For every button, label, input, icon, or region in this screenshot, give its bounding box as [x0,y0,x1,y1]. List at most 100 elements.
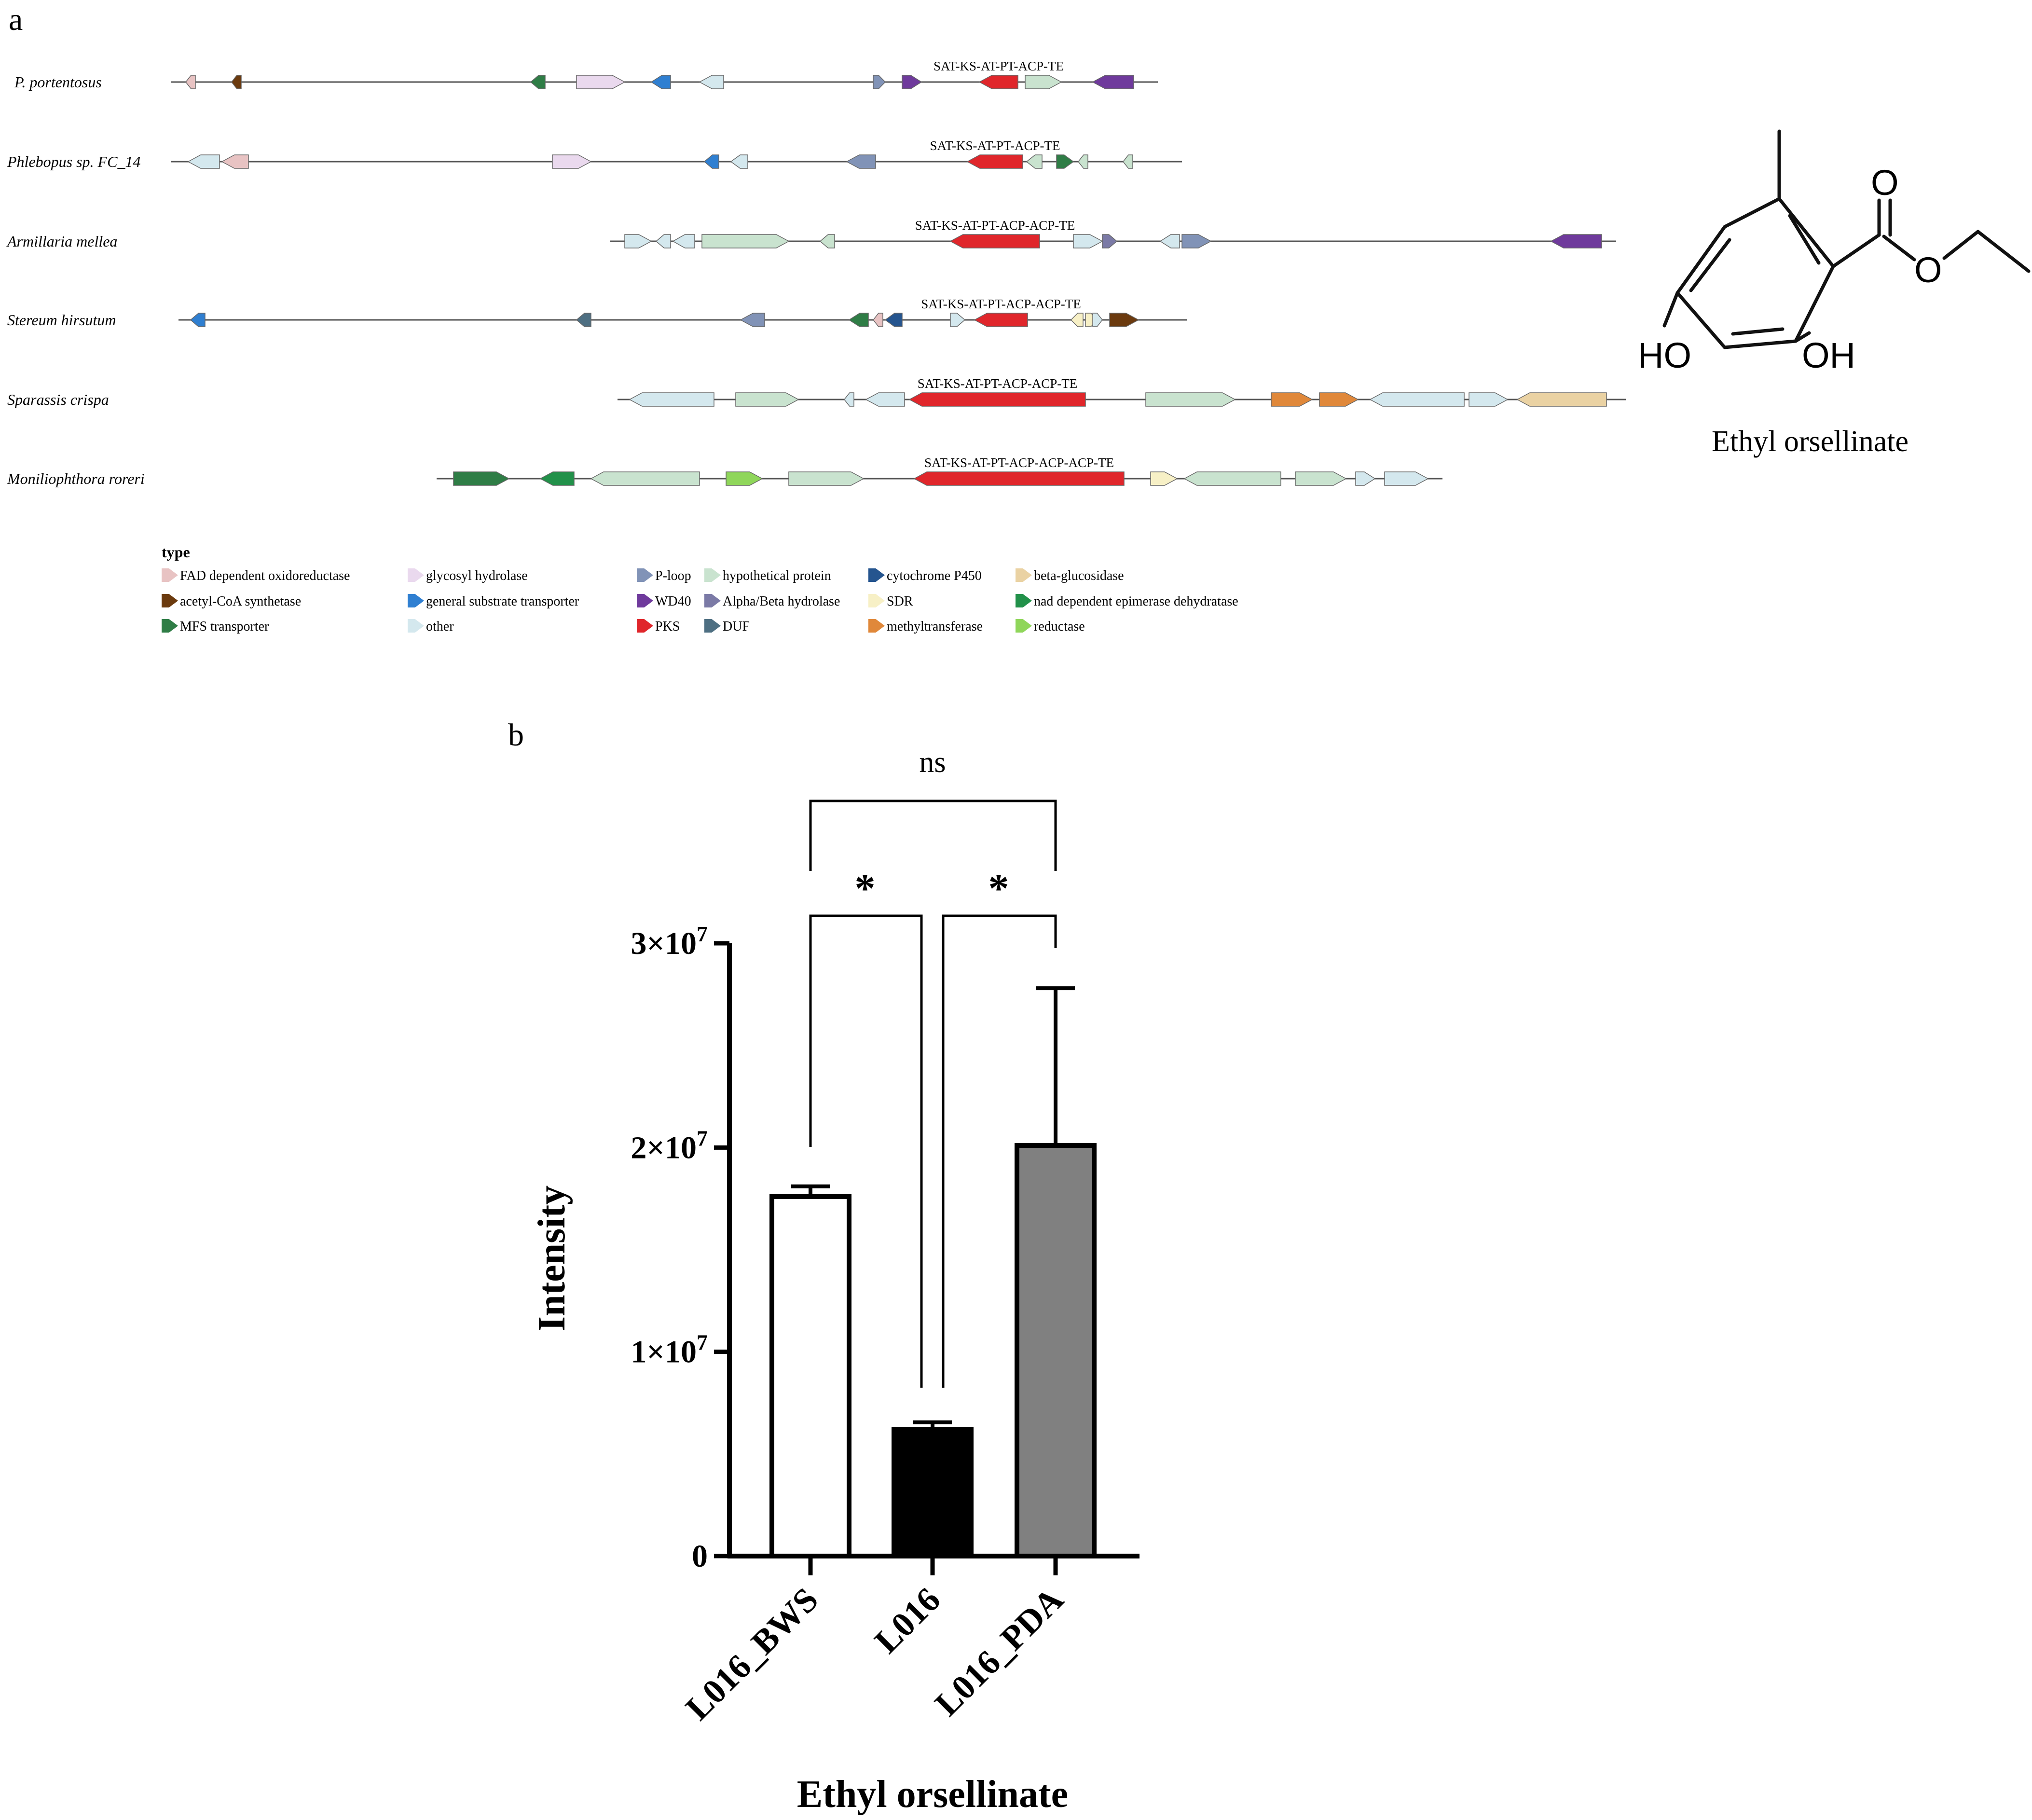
gene-arrow-other [187,154,220,169]
pks-domain-label: SAT-KS-AT-PT-ACP-TE [930,138,1060,153]
legend-item-duf: DUF [704,619,750,634]
gene-arrow-sdr [1070,313,1084,327]
gene-arrow-glycosyl [552,154,592,169]
gene-arrow-glycosyl [576,75,626,89]
gene-arrow-pks [949,234,1040,248]
gene-arrow-pks [908,392,1086,407]
bond [1675,291,1727,349]
gene-arrow-pks [974,313,1028,327]
legend-swatch [704,568,721,582]
gene-arrow-hyp [1026,154,1043,169]
y-tick-label: 2×107 [631,1126,708,1165]
gene-arrow-other [624,234,652,248]
gene-arrow-reductase [726,471,763,486]
gene-arrow-hyp [735,392,799,407]
bracket-bws-vs-l016 [809,914,923,1388]
legend-item-pks: PKS [637,619,680,634]
bond [1831,233,1881,268]
legend-swatch [408,594,424,607]
y-axis-title: Intensity [531,1186,573,1331]
gene-arrow-mfs [848,313,869,327]
gene-arrow-ploop [846,154,876,169]
molecule-name: Ethyl orsellinate [1712,425,1908,458]
gene-arrow-other [1369,392,1465,407]
legend-item-sdr: SDR [868,594,913,609]
gene-arrow-gst [650,75,671,89]
legend-label: FAD dependent oxidoreductase [180,568,350,583]
legend-swatch [1016,594,1032,607]
x-tick-label: L016_PDA [927,1580,1071,1723]
legend-label: Alpha/Beta hydrolase [723,594,840,609]
legend-swatch [637,594,653,607]
gene-arrow-methyl [1319,392,1359,407]
gene-arrow-hyp [1123,154,1133,169]
bar-L016_PDA [1015,1143,1097,1559]
bond [1723,197,1781,229]
legend-swatch [408,619,424,633]
gene-arrow-ploop [740,313,765,327]
legend-item-other: other [408,619,454,634]
gene-arrow-fad [873,313,883,327]
gene-arrow-pks [978,75,1018,89]
ethyl-bond [1976,230,2031,273]
hydroxyl-bond [1794,331,1811,343]
legend-item-hyp: hypothetical protein [704,568,831,583]
bond [1777,197,1835,268]
species-label: Phlebopus sp. FC_14 [7,153,140,170]
gene-arrow-ploop [873,75,886,89]
bracket-bws-vs-pda [809,800,1057,871]
bar-L016 [892,1427,974,1559]
bond [1675,225,1727,295]
gene-arrow-fad [221,154,249,169]
gene-arrow-hyp [1183,471,1281,486]
legend-label: reductase [1034,619,1085,634]
legend-item-acetyl: acetyl-CoA synthetase [162,594,301,609]
legend-swatch [162,619,178,633]
legend-item-nad: nad dependent epimerase dehydratase [1016,594,1238,609]
pks-domain-label: SAT-KS-AT-PT-ACP-ACP-TE [918,376,1078,391]
legend-swatch [408,568,424,582]
gene-arrow-pks [966,154,1023,169]
legend-swatch [637,568,653,582]
legend-item-wd40: WD40 [637,594,691,609]
cluster-track: Phlebopus sp. FC_14 SAT-KS-AT-PT-ACP-TE [7,138,1182,170]
gene-arrow-other [629,392,714,407]
gene-arrow-other [1159,234,1180,248]
legend-label: hypothetical protein [723,568,831,583]
y-tick-label: 0 [692,1539,708,1574]
legend-label: acetyl-CoA synthetase [180,594,301,609]
gene-arrow-hyp [701,234,790,248]
hydroxyl-bond [1662,291,1679,328]
gene-arrow-other [730,154,748,169]
y-tick-label: 1×107 [631,1330,708,1370]
gene-arrow-hyp [819,234,835,248]
significance-label-right: * [989,865,1009,911]
gene-arrow-other [950,313,966,327]
gene-type-legend: FAD dependent oxidoreductase acetyl-CoA s… [162,568,1238,634]
legend-swatch [704,619,721,633]
gene-arrow-wd40 [1550,234,1602,248]
ethyl-orsellinate-structure [1662,129,2031,349]
gene-arrow-gst [703,154,719,169]
panel-a-letter: a [9,2,23,37]
legend-item-fad: FAD dependent oxidoreductase [162,568,350,583]
legend-swatch [1016,619,1032,633]
significance-label-left: * [855,865,876,911]
gene-arrow-other [1469,392,1509,407]
pks-domain-label: SAT-KS-AT-PT-ACP-ACP-ACP-TE [924,455,1114,470]
gene-arrow-wd40 [902,75,922,89]
gene-arrow-hyp [1025,75,1062,89]
legend-label: P-loop [655,568,691,583]
legend-item-methyl: methyltransferase [868,619,983,634]
legend-label: general substrate transporter [426,594,579,609]
x-axis-title: Ethyl orsellinate [797,1773,1068,1816]
gene-arrow-pks [913,471,1125,486]
legend-swatch [868,568,885,582]
panel-b-letter: b [508,717,524,753]
bond-inner [1689,238,1731,292]
legend-swatch [162,568,178,582]
